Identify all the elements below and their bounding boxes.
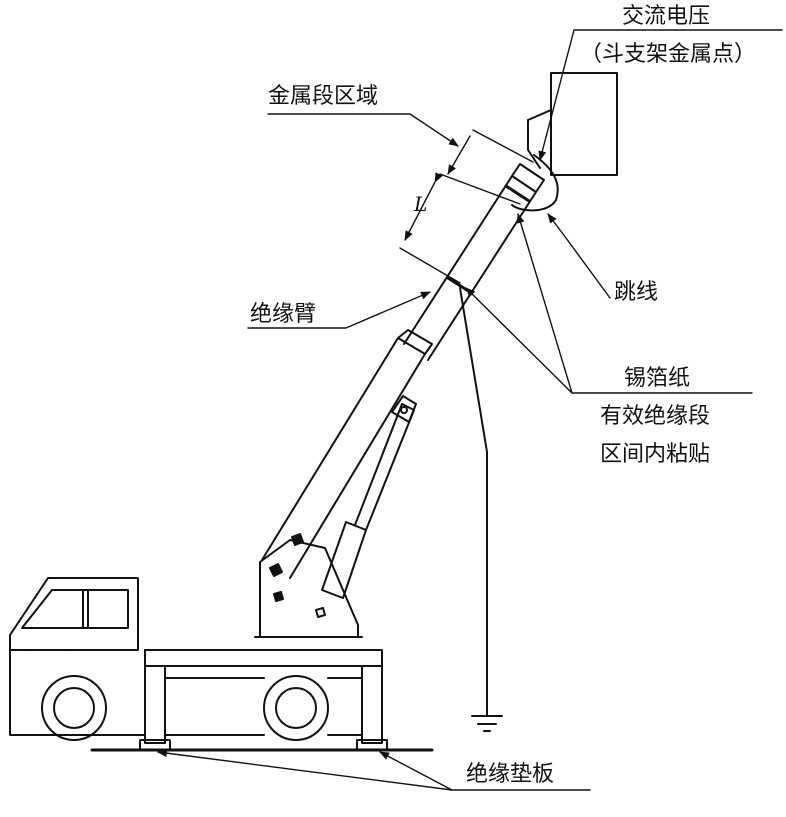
label-bucket-bracket: （斗支架金属点） [580,42,757,67]
label-tin-foil: 锡箔纸 [624,366,691,391]
label-insulated-arm: 绝缘臂 [250,302,317,327]
dimension-l [399,129,534,284]
label-insulating-pad: 绝缘垫板 [466,762,555,787]
lower-boom [261,329,433,579]
label-effective-line1: 有效绝缘段 [600,404,711,429]
label-effective-line2: 区间内粘贴 [600,442,711,467]
label-length-l: L [414,192,428,216]
label-jumper: 跳线 [614,280,659,305]
truck-wheel-front [41,675,107,741]
boom-base [254,533,363,638]
truck-chassis [139,649,388,751]
jumper-wire [511,154,559,212]
truck-cab [9,577,146,736]
leader-lines [157,29,783,791]
hydraulic-cylinder [321,395,417,599]
label-metal-region: 金属段区域 [268,84,379,109]
ground-lead [459,287,503,732]
label-ac-voltage: 交流电压 [622,4,711,29]
truck-wheel-rear [263,675,329,741]
